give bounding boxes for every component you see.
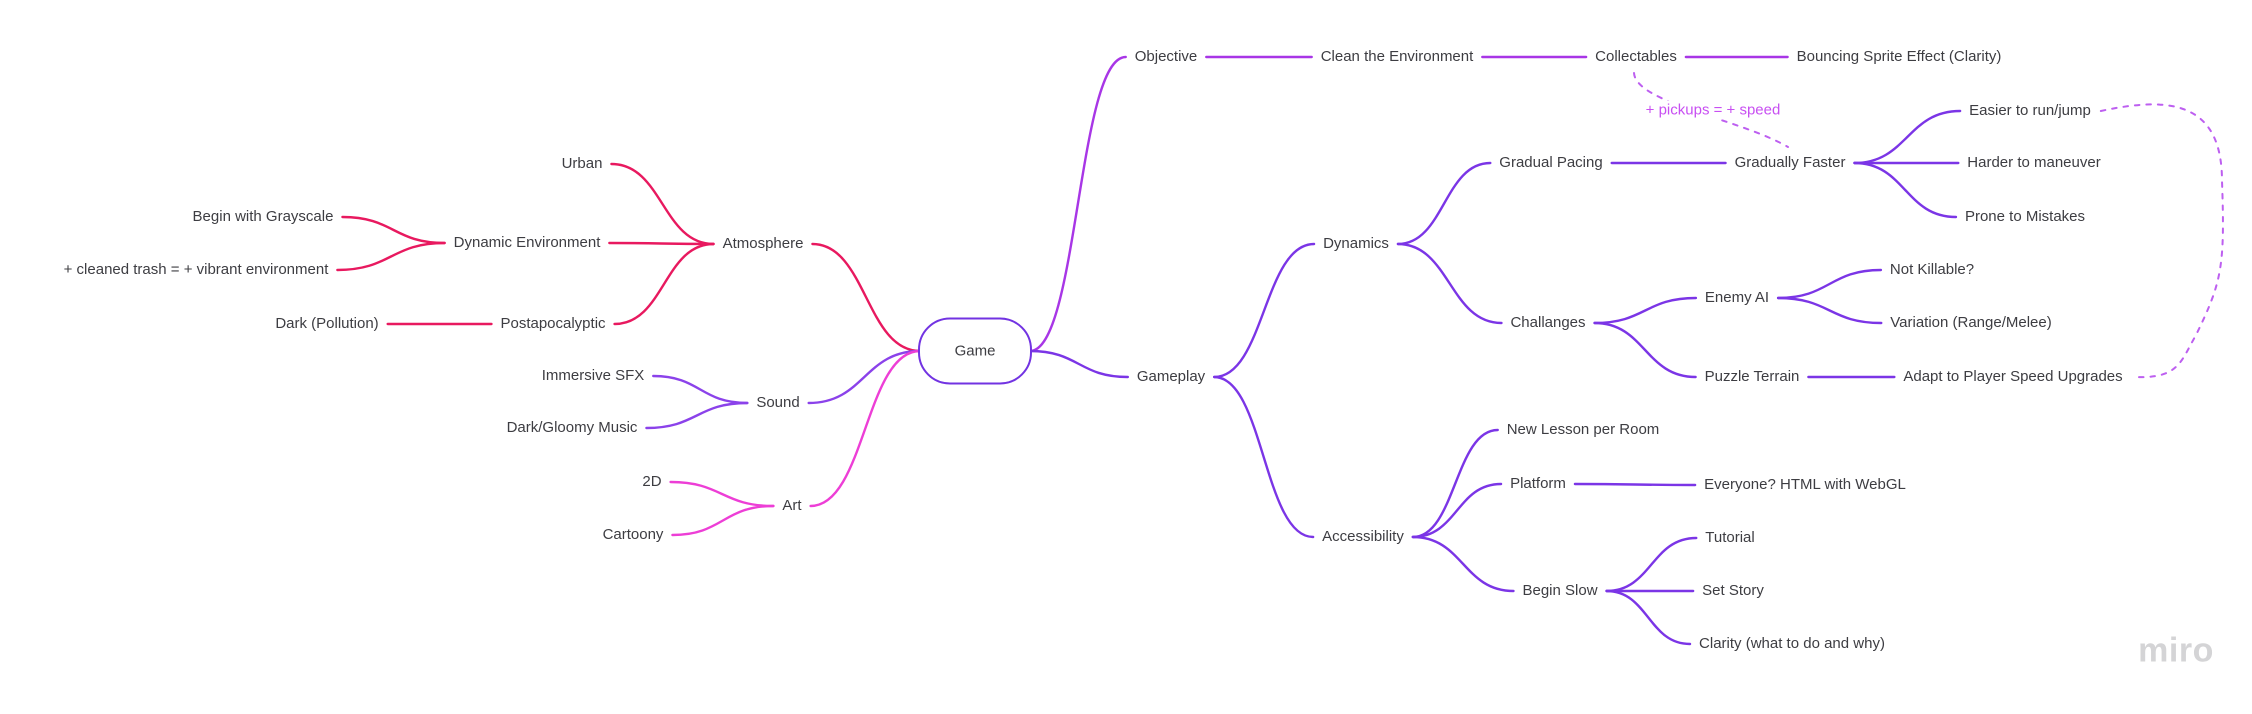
edge-gameplay-accessibility: [1212, 375, 1315, 539]
node-accessibility[interactable]: Accessibility: [1322, 528, 1404, 545]
node-variation[interactable]: Variation (Range/Melee): [1890, 314, 2052, 331]
node-immersive_sfx[interactable]: Immersive SFX: [541, 367, 645, 384]
edge-dynamic_environment-begin_grayscale: [341, 215, 446, 245]
edge-atmosphere-dynamic_environment: [608, 241, 715, 246]
node-atmosphere[interactable]: Atmosphere: [722, 235, 804, 252]
edge-game-sound: [807, 349, 922, 405]
edge-begin_slow-clarity: [1605, 589, 1692, 646]
edge-accessibility-begin_slow: [1411, 535, 1515, 593]
edge-begin_slow-tutorial: [1605, 536, 1698, 593]
edge-gameplay-dynamics: [1212, 242, 1316, 379]
node-prone_mistakes[interactable]: Prone to Mistakes: [1964, 208, 2086, 225]
edge-dynamics-challanges: [1396, 242, 1503, 325]
node-tutorial[interactable]: Tutorial: [1705, 529, 1755, 546]
edge-game-gameplay: [1028, 349, 1130, 379]
node-bouncing_sprite[interactable]: Bouncing Sprite Effect (Clarity): [1796, 48, 2002, 65]
node-adapt_speed[interactable]: Adapt to Player Speed Upgrades: [1903, 368, 2123, 385]
central-node-label: Game: [954, 342, 996, 360]
edge-accessibility-platform: [1411, 482, 1503, 539]
edge-challanges-puzzle_terrain: [1593, 321, 1697, 379]
node-dark_pollution[interactable]: Dark (Pollution): [275, 315, 379, 332]
node-enemy_ai[interactable]: Enemy AI: [1704, 289, 1770, 306]
node-platform[interactable]: Platform: [1510, 475, 1566, 492]
edge-atmosphere-postapocalyptic: [613, 242, 715, 326]
edge-art-d2: [669, 480, 775, 508]
node-gameplay[interactable]: Gameplay: [1136, 368, 1206, 385]
node-gloomy_music[interactable]: Dark/Gloomy Music: [506, 419, 638, 436]
node-d2[interactable]: 2D: [642, 473, 662, 490]
node-easier_run[interactable]: Easier to run/jump: [1969, 102, 2091, 119]
edge-enemy_ai-variation: [1776, 296, 1883, 325]
node-everyone_html[interactable]: Everyone? HTML with WebGL: [1704, 476, 1906, 493]
node-begin_slow[interactable]: Begin Slow: [1522, 582, 1598, 599]
edge-atmosphere-urban: [610, 162, 715, 246]
edge-dynamic_environment-cleaned_trash: [336, 241, 446, 272]
node-set_story[interactable]: Set Story: [1702, 582, 1764, 599]
node-sound[interactable]: Sound: [756, 394, 800, 411]
edge-accessibility-new_lesson: [1411, 428, 1499, 539]
annotation-pickups-speed[interactable]: + pickups = + speed: [1640, 100, 1786, 120]
edge-gradually_faster-prone_mistakes: [1853, 161, 1958, 219]
edge-dynamics-gradual_pacing: [1396, 161, 1492, 246]
node-collectables[interactable]: Collectables: [1595, 48, 1677, 65]
node-postapocalyptic[interactable]: Postapocalyptic: [500, 315, 606, 332]
node-art[interactable]: Art: [782, 497, 802, 514]
node-dynamic_environment[interactable]: Dynamic Environment: [453, 234, 601, 251]
dashed-link-easier_run-adapt_speed: [2099, 103, 2224, 379]
node-gradually_faster[interactable]: Gradually Faster: [1734, 154, 1846, 171]
node-cleaned_trash[interactable]: + cleaned trash = + vibrant environment: [63, 261, 329, 278]
node-begin_grayscale[interactable]: Begin with Grayscale: [192, 208, 334, 225]
edge-sound-immersive_sfx: [652, 374, 749, 405]
node-gradual_pacing[interactable]: Gradual Pacing: [1499, 154, 1603, 171]
node-clean_env[interactable]: Clean the Environment: [1320, 48, 1474, 65]
edge-challanges-enemy_ai: [1593, 296, 1698, 325]
node-puzzle_terrain[interactable]: Puzzle Terrain: [1704, 368, 1800, 385]
node-objective[interactable]: Objective: [1134, 48, 1198, 65]
edge-game-atmosphere: [811, 242, 922, 353]
edge-gradually_faster-easier_run: [1853, 109, 1962, 165]
edge-enemy_ai-not_killable: [1776, 268, 1883, 300]
node-dynamics[interactable]: Dynamics: [1323, 235, 1389, 252]
node-cartoony[interactable]: Cartoony: [602, 526, 664, 543]
edge-sound-gloomy_music: [645, 401, 749, 430]
central-node-game[interactable]: Game: [918, 317, 1032, 385]
node-new_lesson[interactable]: New Lesson per Room: [1506, 421, 1660, 438]
node-urban[interactable]: Urban: [561, 155, 603, 172]
edge-art-cartoony: [671, 504, 775, 537]
node-harder_maneuver[interactable]: Harder to maneuver: [1967, 154, 2101, 171]
node-clarity[interactable]: Clarity (what to do and why): [1699, 635, 1885, 652]
miro-logo: miro: [2138, 631, 2214, 670]
node-challanges[interactable]: Challanges: [1510, 314, 1586, 331]
edge-platform-everyone_html: [1573, 482, 1697, 487]
edge-game-art: [809, 349, 922, 508]
edge-game-objective: [1028, 55, 1127, 353]
node-not_killable[interactable]: Not Killable?: [1889, 261, 1975, 278]
